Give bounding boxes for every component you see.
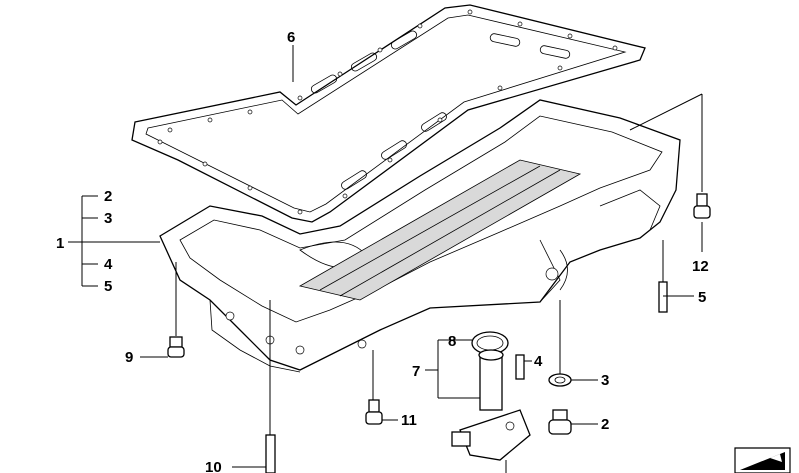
- callout-9: 9: [125, 349, 133, 366]
- callout-5-right: 5: [698, 289, 706, 306]
- callout-12: 12: [692, 258, 709, 275]
- callout-11: 11: [401, 412, 417, 429]
- oil-pan-gasket: [131, 4, 646, 223]
- callout-2-upper: 2: [104, 188, 112, 205]
- callout-6: 6: [287, 29, 295, 46]
- bolt-12: [693, 193, 711, 219]
- callout-2-lower: 2: [601, 416, 609, 433]
- gasket-slots: [310, 30, 571, 190]
- callout-8: 8: [448, 333, 456, 350]
- stud-5-right: [658, 281, 668, 313]
- bolt-9: [167, 336, 185, 358]
- parts-wedge-icon: [734, 447, 791, 473]
- callout-labels: 6 1 2 3 4 5 12 5 9 8 7 4 3 2 11 10: [56, 29, 709, 473]
- oil-level-sensor-7: [451, 349, 531, 461]
- stud-10: [265, 434, 276, 473]
- callout-4-lower: 4: [534, 353, 543, 370]
- callout-10: 10: [205, 459, 222, 473]
- callout-7: 7: [412, 363, 420, 380]
- callout-4-upper: 4: [104, 256, 113, 273]
- callout-3-upper: 3: [104, 210, 112, 227]
- callout-3-lower: 3: [601, 372, 609, 389]
- gasket-bolt-holes: [157, 9, 618, 215]
- callout-1: 1: [56, 235, 64, 252]
- drain-plug-2: [548, 409, 572, 435]
- pin-4: [515, 354, 525, 380]
- bolt-11: [365, 399, 383, 425]
- washer-3: [548, 373, 572, 387]
- callout-5-upper: 5: [104, 278, 112, 295]
- leader-lines: [68, 45, 703, 473]
